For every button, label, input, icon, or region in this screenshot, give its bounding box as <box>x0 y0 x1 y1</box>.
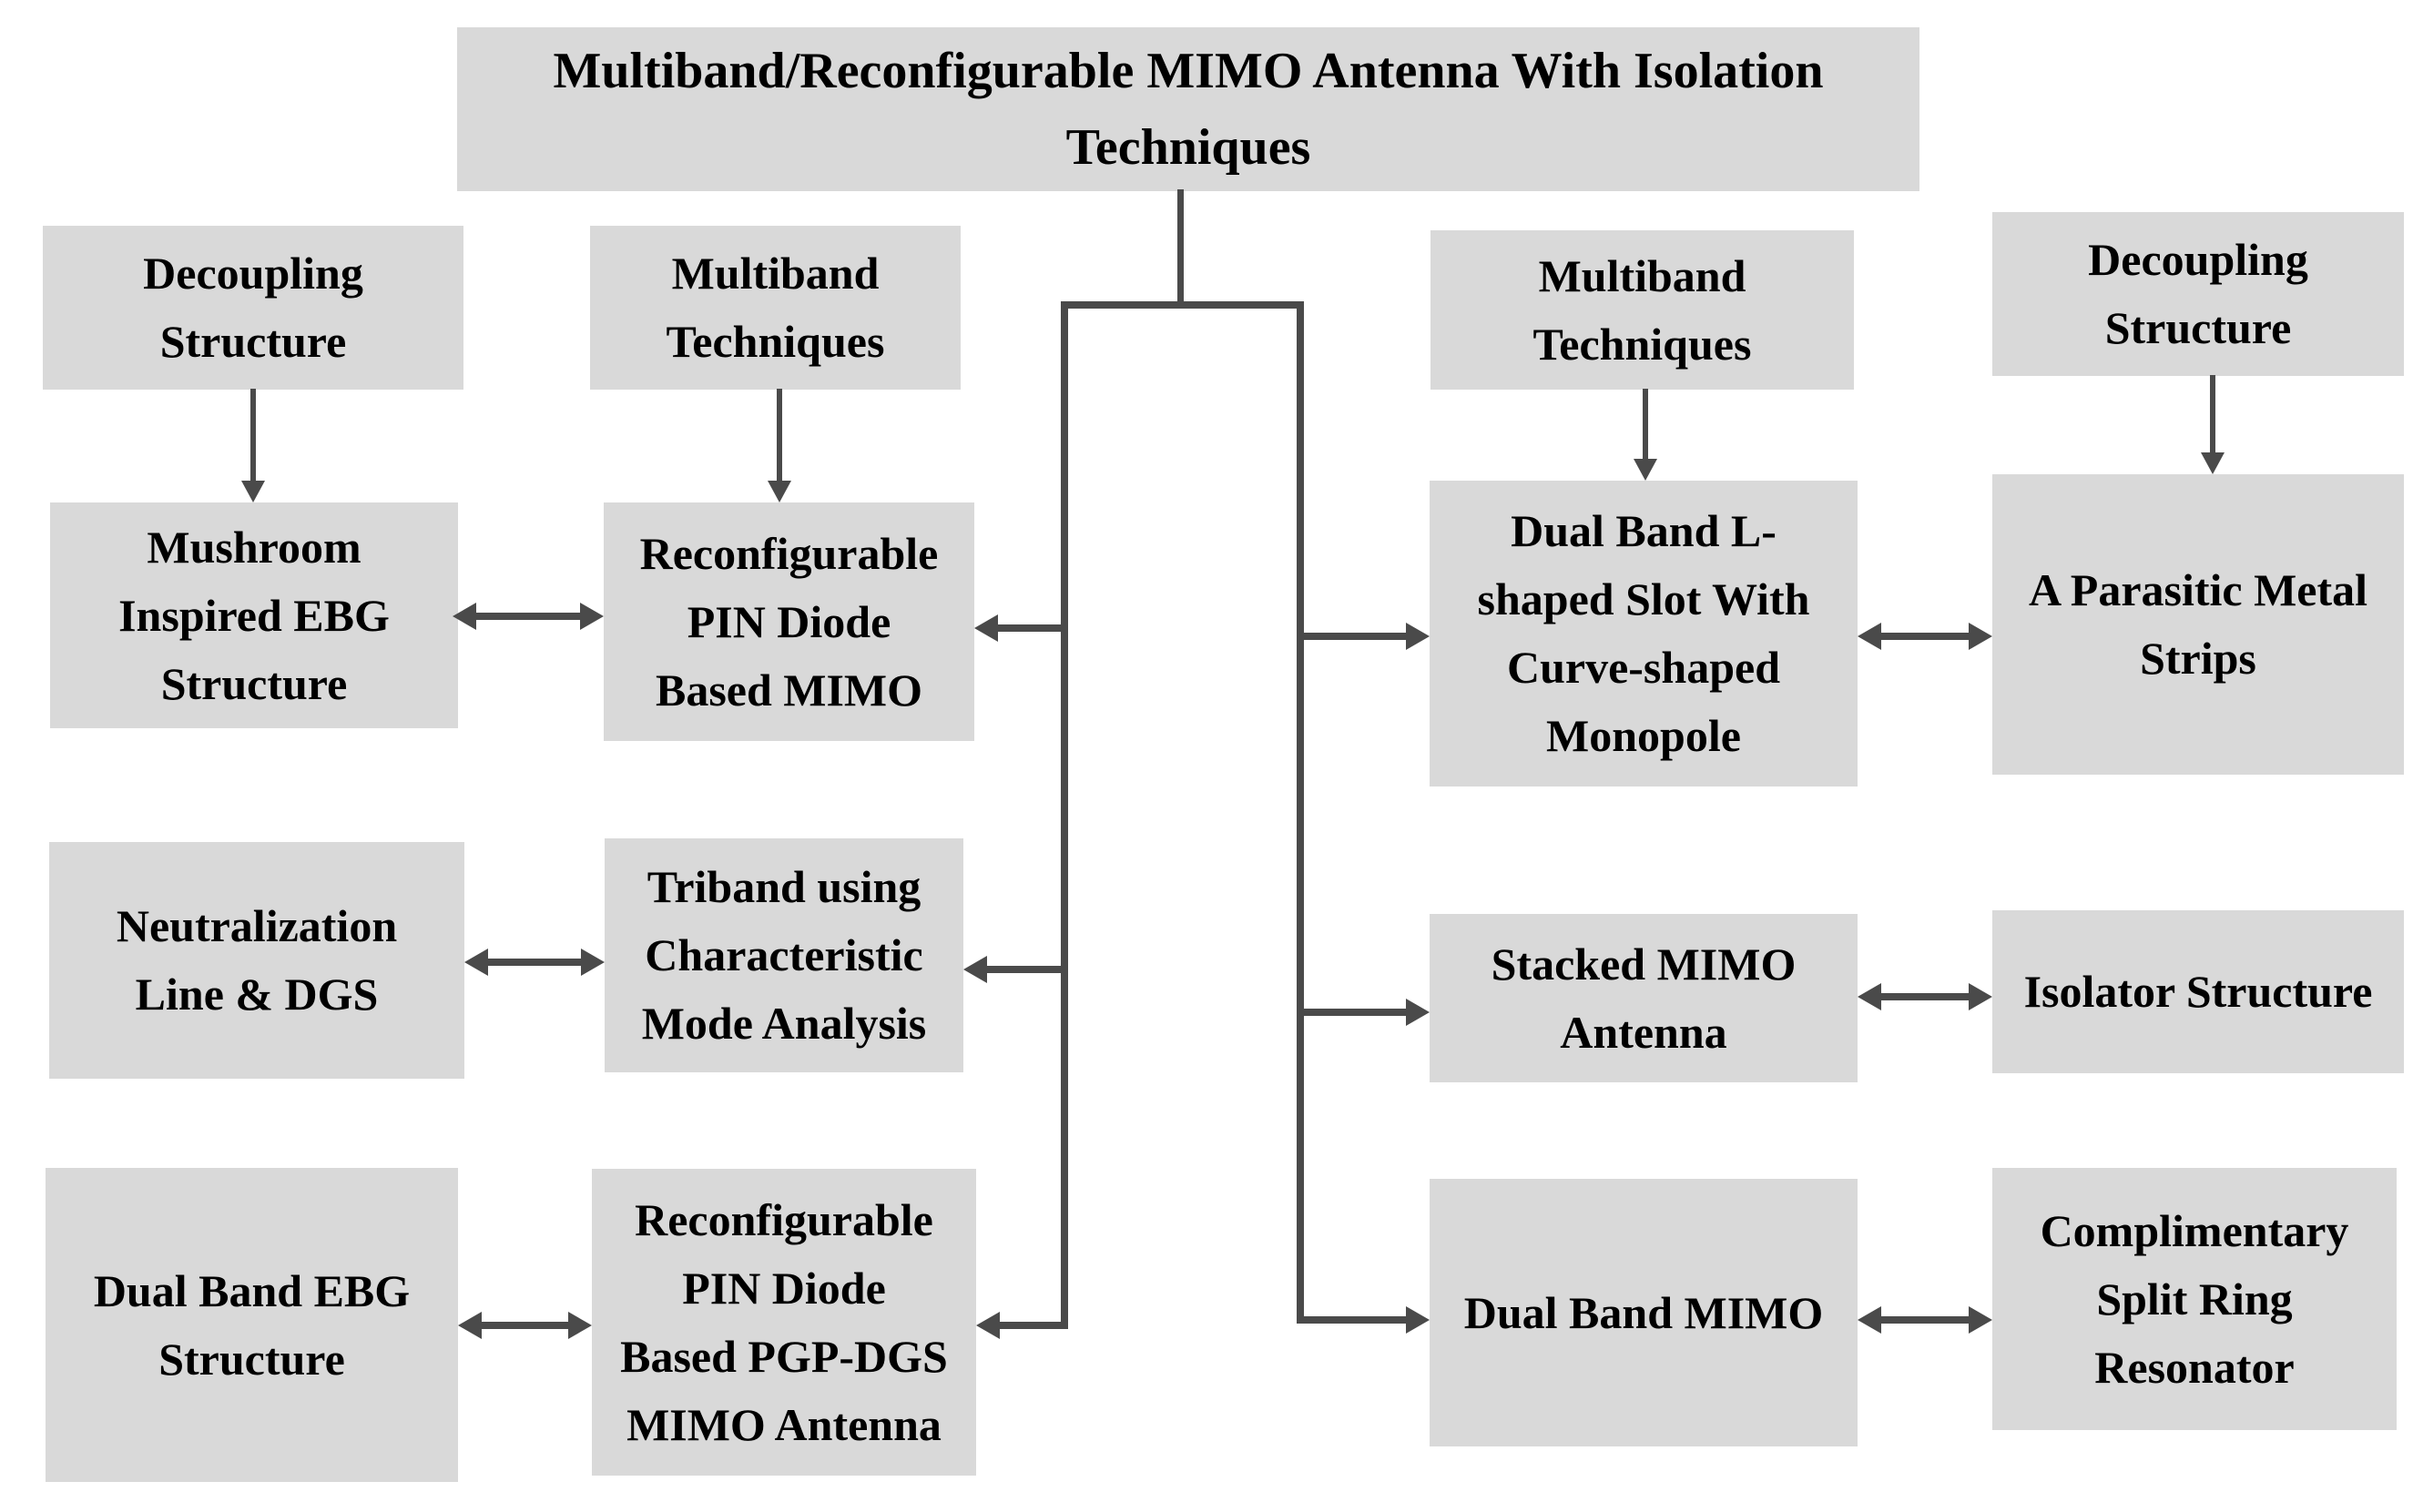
node-reconfigurable-pin-pgp-dgs: Reconfigurable PIN Diode Based PGP-DGS M… <box>592 1169 976 1476</box>
node-complimentary-split-ring: Complimentary Split Ring Resonator <box>1992 1168 2397 1430</box>
double-arrowhead-csrr-right <box>1969 1306 1992 1334</box>
double-arrow-line-mushroom-reconfig <box>473 613 584 620</box>
node-decoupling-structure-left: Decoupling Structure <box>43 226 463 390</box>
branch-line-to-stacked-mimo <box>1304 1009 1408 1016</box>
node-stacked-mimo-antenna: Stacked MIMO Antenna <box>1430 914 1858 1082</box>
branch-line-to-triband <box>985 966 1068 973</box>
node-reconfigurable-pin-diode-mimo: Reconfigurable PIN Diode Based MIMO <box>604 502 974 741</box>
branch-line-to-pgp-dgs <box>998 1322 1068 1329</box>
node-triband-characteristic-mode: Triband using Characteristic Mode Analys… <box>605 838 963 1072</box>
double-arrowhead-dual-ebg-left <box>458 1312 482 1339</box>
double-arrowhead-dual-l-slot-left <box>1858 623 1881 650</box>
double-arrowhead-dual-mimo-left <box>1858 1306 1881 1334</box>
double-arrow-line-stacked-isolator <box>1878 993 1970 1000</box>
double-arrowhead-reconfig-right <box>580 603 604 630</box>
down-arrow-stem-multiband-right <box>1643 389 1648 459</box>
double-arrow-line-dual-mimo-csrr <box>1878 1316 1970 1324</box>
node-isolator-structure: Isolator Structure <box>1992 910 2404 1073</box>
node-a-parasitic-metal-strips: A Parasitic Metal Strips <box>1992 474 2404 775</box>
double-arrowhead-isolator-right <box>1969 983 1992 1010</box>
double-arrow-line-dual-l-parasitic <box>1878 633 1970 640</box>
node-title: Multiband/Reconfigurable MIMO Antenna Wi… <box>457 27 1919 191</box>
double-arrowhead-pgp-right <box>568 1312 592 1339</box>
double-arrowhead-triband-right <box>581 949 605 976</box>
branch-line-to-reconfigurable-pin <box>996 624 1061 632</box>
arrowhead-to-dual-band-l-slot <box>1406 623 1430 650</box>
connector-trunk-bar <box>1061 301 1304 309</box>
arrowhead-to-dual-band-mimo <box>1406 1306 1430 1334</box>
down-arrow-stem-decoupling-right <box>2210 375 2215 452</box>
node-mushroom-inspired-ebg: Mushroom Inspired EBG Structure <box>50 502 458 728</box>
down-arrowhead-multiband-right <box>1634 459 1657 481</box>
arrowhead-to-pgp-dgs <box>976 1312 1000 1339</box>
arrowhead-to-triband <box>963 956 987 983</box>
node-neutralization-line-dgs: Neutralization Line & DGS <box>49 842 464 1079</box>
down-arrowhead-multiband-left <box>768 481 791 502</box>
node-multiband-techniques-left: Multiband Techniques <box>590 226 961 390</box>
down-arrow-stem-multiband-left <box>777 389 782 481</box>
connector-left-rail <box>1061 301 1068 1329</box>
down-arrow-stem-decoupling-left <box>250 389 256 481</box>
node-decoupling-structure-right: Decoupling Structure <box>1992 212 2404 376</box>
node-multiband-techniques-right: Multiband Techniques <box>1430 230 1854 390</box>
arrowhead-to-stacked-mimo <box>1406 999 1430 1026</box>
connector-trunk-stem <box>1177 189 1184 305</box>
down-arrowhead-decoupling-left <box>241 481 265 502</box>
connector-right-rail <box>1297 301 1304 1324</box>
branch-line-to-dual-band-mimo <box>1304 1316 1408 1324</box>
double-arrowhead-stacked-left <box>1858 983 1881 1010</box>
arrowhead-to-reconfigurable-pin <box>974 614 998 642</box>
branch-line-to-dual-band-l-slot <box>1304 633 1408 640</box>
double-arrowhead-neutralization-left <box>464 949 488 976</box>
node-dual-band-l-shaped-slot: Dual Band L- shaped Slot With Curve-shap… <box>1430 481 1858 786</box>
down-arrowhead-decoupling-right <box>2201 452 2225 474</box>
double-arrowhead-parasitic-right <box>1969 623 1992 650</box>
double-arrow-line-dual-ebg-pgp <box>478 1322 572 1329</box>
node-dual-band-mimo: Dual Band MIMO <box>1430 1179 1858 1446</box>
double-arrow-line-neutralization-triband <box>484 959 583 966</box>
node-dual-band-ebg-structure: Dual Band EBG Structure <box>46 1168 458 1482</box>
double-arrowhead-mushroom-left <box>453 603 476 630</box>
